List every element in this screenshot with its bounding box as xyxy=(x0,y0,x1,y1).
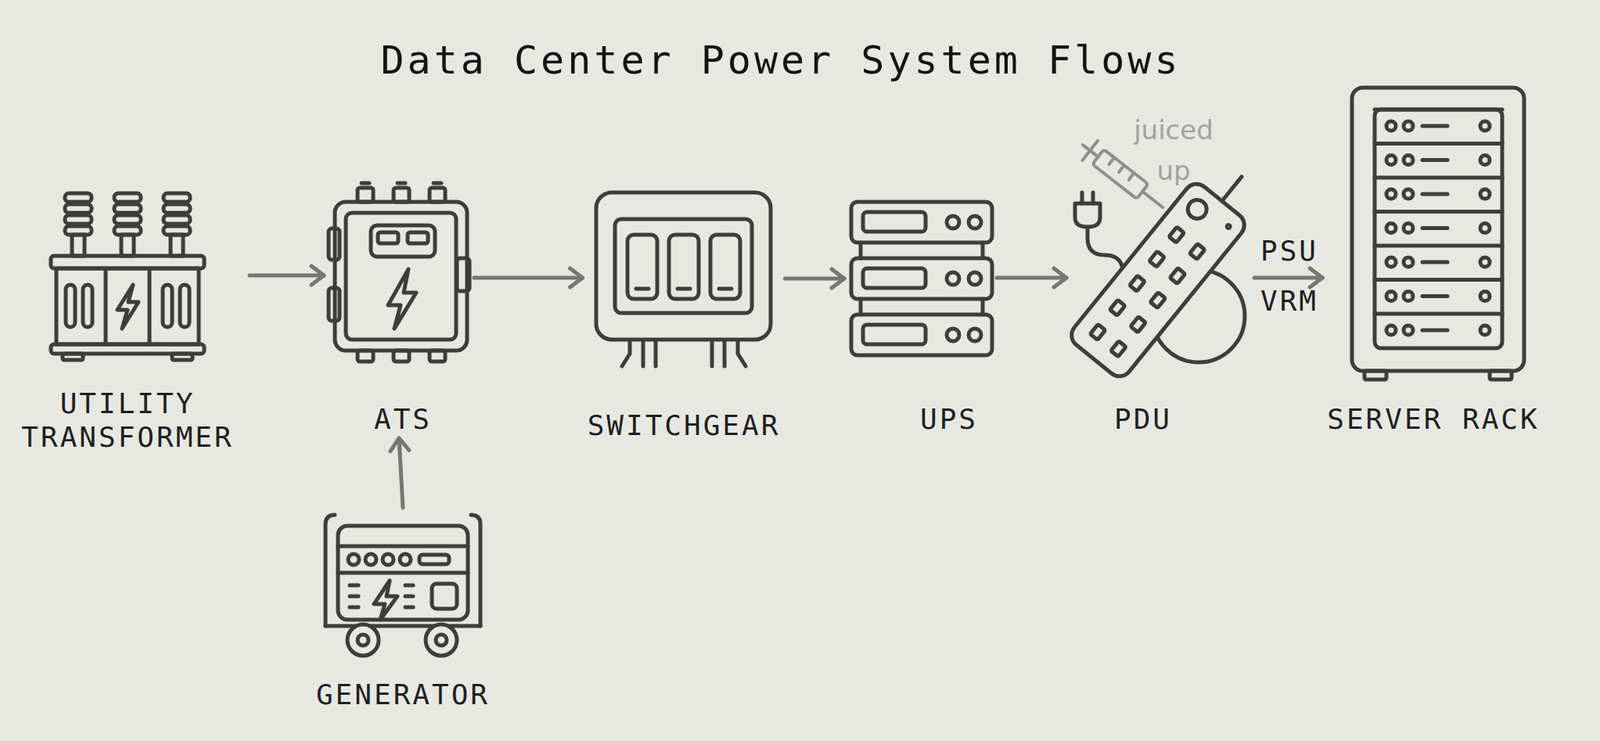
power-flow-arrow xyxy=(249,266,324,285)
signal-label: PSU xyxy=(1260,234,1319,268)
power-flow-arrow xyxy=(1254,268,1323,288)
equipment-node: GENERATOR xyxy=(312,510,493,712)
signal-label: VRM xyxy=(1260,284,1319,318)
transformer-icon xyxy=(50,193,205,360)
equipment-label: PDU xyxy=(1113,402,1174,436)
arrow-head xyxy=(390,438,410,452)
switchgear-icon xyxy=(596,192,771,367)
arrow-line xyxy=(784,276,845,281)
power-flow-arrow xyxy=(390,438,410,508)
equipment-label: UPS xyxy=(919,402,980,436)
arrow-head xyxy=(1053,268,1067,288)
arrow-line xyxy=(249,273,324,278)
arrow-head xyxy=(311,266,324,285)
power-flow-arrow xyxy=(784,269,845,288)
arrow-line xyxy=(474,276,583,281)
equipment-node: SWITCHGEAR xyxy=(584,190,784,443)
diagram-title: Data Center Power System Flows xyxy=(380,37,1181,83)
annotation-note: juiced up xyxy=(1122,109,1225,191)
server-rack-icon xyxy=(1351,87,1525,380)
power-flow-arrow xyxy=(474,268,583,288)
arrow-line xyxy=(996,276,1067,281)
ats-icon xyxy=(328,183,470,362)
ups-icon xyxy=(851,201,993,356)
arrow-line xyxy=(1254,276,1323,281)
equipment-label: GENERATOR xyxy=(314,677,491,712)
equipment-label: SERVER RACK xyxy=(1326,402,1541,436)
pdu-icon xyxy=(1066,154,1270,382)
equipment-node: UPS xyxy=(845,200,996,436)
arrow-head xyxy=(1309,268,1323,288)
power-flow-arrow xyxy=(996,268,1067,288)
equipment-node: UTILITY TRANSFORMER xyxy=(7,188,249,454)
generator-icon xyxy=(325,514,481,656)
arrow-head xyxy=(570,268,583,288)
syringe-icon xyxy=(1075,134,1171,217)
equipment-node: SERVER RACK xyxy=(1323,86,1543,436)
equipment-label: SWITCHGEAR xyxy=(586,408,782,443)
equipment-label: ATS xyxy=(373,402,434,436)
equipment-label: UTILITY TRANSFORMER xyxy=(9,386,246,454)
arrow-line xyxy=(399,438,403,508)
arrow-head xyxy=(831,269,845,288)
equipment-node: ATS xyxy=(325,181,473,436)
